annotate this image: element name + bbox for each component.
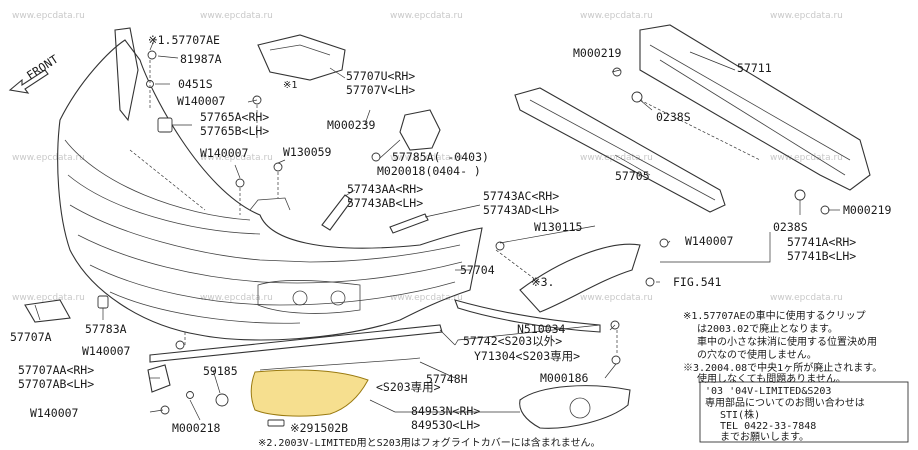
bracket-57785A <box>371 109 441 162</box>
front-arrow: FRONT <box>8 52 61 94</box>
label-W140007-e: W140007 <box>30 406 79 420</box>
label-57707V: 57707V<LH> <box>346 83 415 97</box>
watermark: www.epcdata.ru <box>200 153 273 163</box>
watermark: www.epcdata.ru <box>390 153 463 163</box>
label-59185: 59185 <box>203 364 238 378</box>
bumper-face-57704 <box>57 39 483 341</box>
note-1-line-2: は2003.02で廃止となります。 <box>697 322 838 335</box>
label-star1: ※1 <box>283 80 297 91</box>
part-labels: ※1.57707AE 81987A 0451S W140007 57765A<R… <box>10 33 892 435</box>
watermark: www.epcdata.ru <box>770 153 843 163</box>
box-line-5: までお願いします。 <box>720 431 809 443</box>
label-57705: 57705 <box>615 169 650 183</box>
label-57704: 57704 <box>460 263 495 277</box>
watermark-layer: www.epcdata.ru www.epcdata.ru www.epcdat… <box>12 11 843 303</box>
strip-57748H <box>259 357 421 371</box>
molding-57743AC <box>389 213 429 234</box>
upper-bracket-left <box>114 27 139 122</box>
label-0238S-b: 0238S <box>773 220 808 234</box>
label-0451S: 0451S <box>178 77 213 91</box>
label-57741B: 57741B<LH> <box>787 249 856 263</box>
label-M020018: M020018(0404- ) <box>377 164 481 178</box>
note-1-line-3: 車中の小さな抹消に使用する位置決め用 <box>697 335 877 348</box>
watermark: www.epcdata.ru <box>12 293 85 303</box>
label-W140007-b: W140007 <box>200 146 249 160</box>
note-1-line-4: の穴なので使用しません。 <box>697 348 817 361</box>
label-57743AD: 57743AD<LH> <box>483 203 559 217</box>
label-N510034: N510034 <box>517 322 566 336</box>
label-57741A: 57741A<RH> <box>787 235 856 249</box>
label-Y71304: Y71304<S203専用> <box>474 349 580 363</box>
label-57742: 57742<S203以外> <box>463 334 562 348</box>
label-57765A: 57765A<RH> <box>200 110 269 124</box>
label-W140007-a: W140007 <box>177 94 226 108</box>
label-M000239: M000239 <box>327 118 376 132</box>
note-3-line-1: ※3.2004.08で中央1ヶ所が廃止されます。 <box>683 361 882 374</box>
label-M000218: M000218 <box>172 421 221 435</box>
label-W130059: W130059 <box>283 145 332 159</box>
undercover-57707U <box>257 34 346 81</box>
sti-info-box <box>699 381 909 443</box>
fog-cover-right <box>519 385 631 429</box>
label-81987A: 81987A <box>180 52 222 66</box>
watermark: www.epcdata.ru <box>580 11 653 21</box>
label-57707AB: 57707AB<LH> <box>18 377 94 391</box>
label-star3: ※3. <box>531 275 554 289</box>
notes: ※1.57707AEの車中に使用するクリップ は2003.02で廃止となります。… <box>258 309 909 449</box>
label-57707A: 57707A <box>10 330 52 344</box>
label-FIG541: FIG.541 <box>673 275 722 289</box>
label-W130115: W130115 <box>534 220 582 234</box>
reinforcement-57705 <box>514 87 726 213</box>
label-M000219-b: M000219 <box>843 203 892 217</box>
lower-left-parts <box>24 295 621 427</box>
note-1-line-1: ※1.57707AEの車中に使用するクリップ <box>683 309 866 322</box>
label-57707U: 57707U<RH> <box>346 69 415 83</box>
watermark: www.epcdata.ru <box>580 293 653 303</box>
absorber-bolts <box>612 67 830 215</box>
label-57743AA: 57743AA<RH> <box>347 182 423 196</box>
note-2: ※2.2003V-LIMITED用とS203用はフォグライトカバーには含まれませ… <box>258 436 600 449</box>
label-57707AE: ※1.57707AE <box>148 33 220 47</box>
watermark: www.epcdata.ru <box>12 153 85 163</box>
side-cover-57741A <box>495 238 669 313</box>
label-57743AB: 57743AB<LH> <box>347 196 423 210</box>
label-M000186: M000186 <box>540 371 589 385</box>
label-0238S-a: 0238S <box>656 110 691 124</box>
label-M000219-a: M000219 <box>573 46 622 60</box>
dash-lines <box>129 60 761 355</box>
label-57765B: 57765B<LH> <box>200 124 269 138</box>
watermark: www.epcdata.ru <box>200 293 273 303</box>
watermark: www.epcdata.ru <box>770 293 843 303</box>
box-line-3: STI(株) <box>720 408 760 421</box>
absorber-57711 <box>639 24 871 191</box>
label-57785A: 57785A( -0403) <box>392 150 489 164</box>
note-3-line-2: 使用しなくても問題ありません。 <box>697 372 846 385</box>
label-W140007-c: W140007 <box>685 234 734 248</box>
box-line-2: 専用部品についてのお問い合わせは <box>705 396 865 409</box>
label-57783A: 57783A <box>85 322 127 336</box>
watermark: www.epcdata.ru <box>580 153 653 163</box>
label-57707AA: 57707AA<RH> <box>18 363 94 377</box>
label-W140007-d: W140007 <box>82 344 131 358</box>
label-57711: 57711 <box>737 61 772 75</box>
box-line-1: '03 '04V-LIMITED&S203 <box>705 386 831 397</box>
watermark: www.epcdata.ru <box>770 11 843 21</box>
label-84953N: 84953N<RH> <box>411 404 480 418</box>
label-57748H: 57748H <box>426 372 468 386</box>
label-291502B: ※291502B <box>290 421 348 435</box>
leader-lines <box>34 37 840 421</box>
molding-57743AA <box>321 194 353 231</box>
watermark: www.epcdata.ru <box>390 293 463 303</box>
watermark: www.epcdata.ru <box>200 11 273 21</box>
box-line-4: TEL 0422-33-7848 <box>720 421 816 432</box>
label-S203-only: <S203専用> <box>376 380 441 394</box>
label-57743AC: 57743AC<RH> <box>483 189 559 203</box>
watermark: www.epcdata.ru <box>390 11 463 21</box>
watermark: www.epcdata.ru <box>12 11 85 21</box>
fog-cover-84953N <box>250 369 369 417</box>
label-84953O: 84953O<LH> <box>411 418 480 432</box>
